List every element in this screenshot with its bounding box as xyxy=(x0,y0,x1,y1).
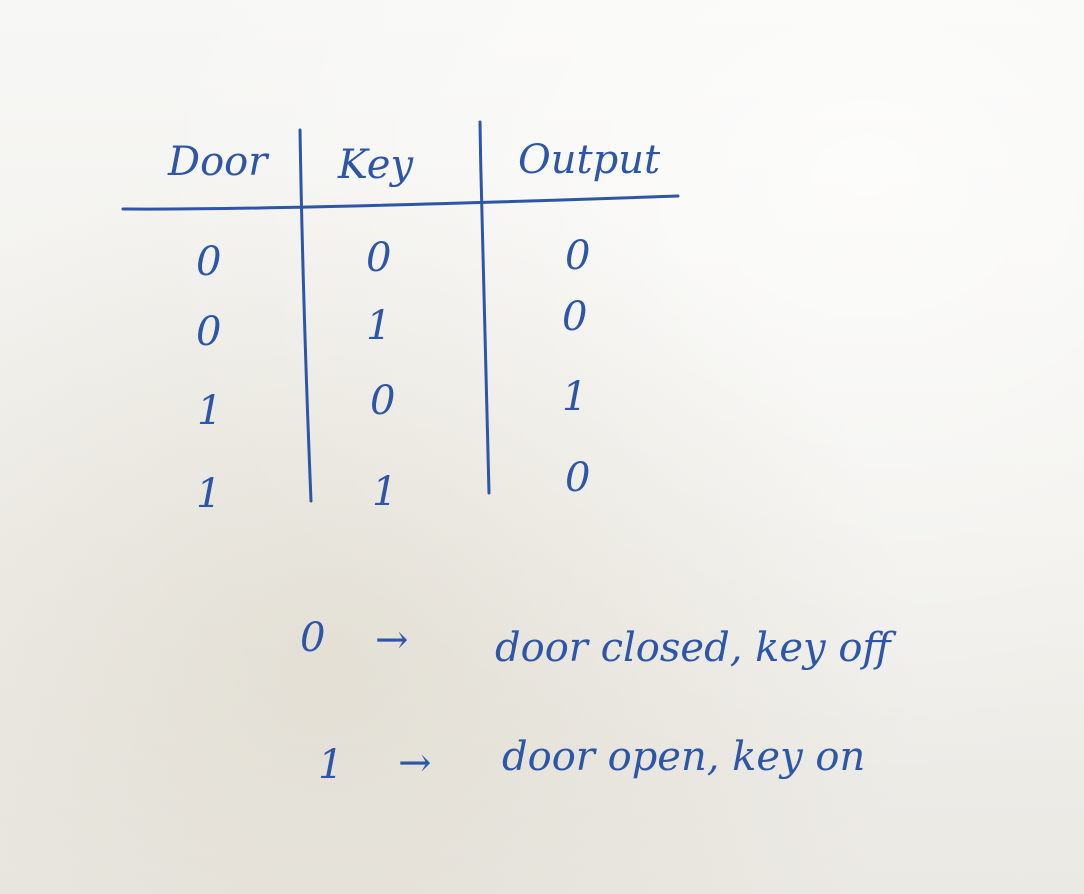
cell-output-r4: 0 xyxy=(565,455,591,501)
column-divider-1 xyxy=(298,128,313,503)
cell-door-r1: 0 xyxy=(196,239,222,285)
header-output: Output xyxy=(518,137,661,183)
cell-output-r2: 0 xyxy=(562,294,588,340)
cell-key-r4: 1 xyxy=(372,469,398,515)
header-rule xyxy=(121,194,680,211)
legend-meaning-0: door closed, key off xyxy=(495,625,891,671)
header-key: Key xyxy=(338,142,414,188)
cell-key-r2: 1 xyxy=(366,303,392,349)
column-divider-2 xyxy=(478,120,491,495)
legend-meaning-1: door open, key on xyxy=(502,734,866,780)
cell-door-r3: 1 xyxy=(197,388,223,434)
header-door: Door xyxy=(168,139,268,185)
cell-output-r3: 1 xyxy=(562,374,588,420)
legend-value-0: 0 xyxy=(300,615,326,661)
cell-door-r2: 0 xyxy=(196,309,222,355)
cell-key-r1: 0 xyxy=(366,235,392,281)
legend-value-1: 1 xyxy=(318,742,344,788)
cell-output-r1: 0 xyxy=(565,233,591,279)
cell-key-r3: 0 xyxy=(370,378,396,424)
cell-door-r4: 1 xyxy=(196,471,222,517)
arrow-icon: → xyxy=(398,740,432,786)
arrow-icon: → xyxy=(375,617,409,663)
